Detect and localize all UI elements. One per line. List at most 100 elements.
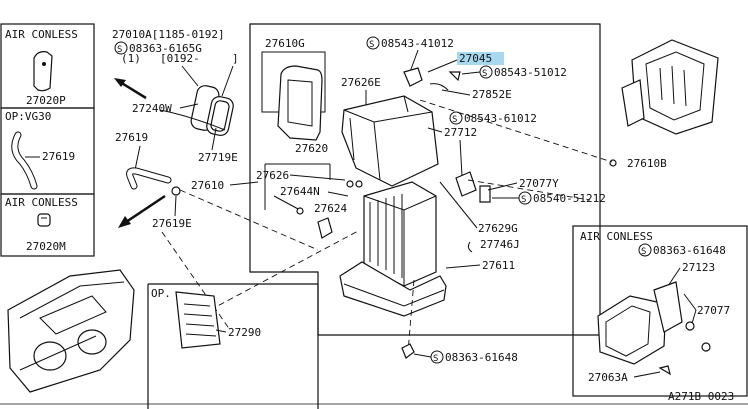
svg-text:27077Y: 27077Y — [519, 177, 559, 190]
svg-text:27746J: 27746J — [480, 238, 520, 251]
hose-shape — [11, 131, 38, 190]
callout-screw-08540-51212[interactable]: S 08540-51212 — [492, 191, 606, 205]
svg-text:08543-51012: 08543-51012 — [494, 66, 567, 79]
duct-adapter-shape — [597, 281, 711, 365]
callout-screw-08363-61648[interactable]: S 08363-61648 — [413, 350, 518, 364]
part-27020M[interactable]: 27020M — [26, 240, 66, 253]
screws-and-clips — [273, 180, 363, 239]
evaporator-core-shape — [363, 181, 437, 287]
svg-text:S: S — [433, 354, 438, 364]
callout-screw-08543-61012[interactable]: S 08543-61012 — [449, 111, 537, 125]
svg-text:27719E: 27719E — [198, 151, 238, 164]
heater-hose-shape — [126, 167, 181, 196]
part-27619-vg30[interactable]: 27619 — [42, 150, 75, 163]
svg-text:27610G: 27610G — [265, 37, 305, 50]
callout-27746J[interactable]: 27746J — [467, 238, 520, 253]
part-27063A[interactable]: 27063A — [588, 365, 671, 384]
panel-header: OP:VG30 — [5, 110, 51, 123]
svg-text:A271B 0023: A271B 0023 — [668, 390, 734, 403]
callout-27719E[interactable]: 27719E — [198, 127, 238, 164]
svg-text:27077: 27077 — [697, 304, 730, 317]
svg-text:08363-6165G: 08363-6165G — [129, 42, 202, 55]
svg-text:27644N: 27644N — [280, 185, 320, 198]
svg-text:08540-51212: 08540-51212 — [533, 192, 606, 205]
arrow-down-left — [118, 194, 166, 228]
svg-text:27020M: 27020M — [26, 240, 66, 253]
svg-text:27020P: 27020P — [26, 94, 66, 107]
svg-text:08543-41012: 08543-41012 — [381, 37, 454, 50]
svg-text:27610B: 27610B — [627, 157, 667, 170]
svg-text:S: S — [521, 195, 526, 205]
svg-text:27626E: 27626E — [341, 76, 381, 89]
svg-text:27620: 27620 — [295, 142, 328, 155]
panel-header: AIR CONLESS — [5, 196, 78, 209]
callout-27610[interactable]: 27610 — [191, 179, 259, 192]
panel-header: AIR CONLESS — [5, 28, 78, 41]
panel-air-conless-2: AIR CONLESS 27020M — [0, 193, 95, 257]
svg-text:S: S — [482, 69, 487, 79]
svg-text:08363-61648: 08363-61648 — [653, 244, 726, 257]
callout-27077Y[interactable]: 27077Y — [487, 177, 559, 191]
svg-text:27240W: 27240W — [132, 102, 172, 115]
part-27020P[interactable]: 27020P — [26, 94, 66, 107]
callout-27629G[interactable]: 27629G — [439, 181, 518, 235]
arrow-up-left — [114, 78, 147, 100]
op-box-panel: OP. 27290 — [147, 283, 319, 409]
highlight-box — [457, 52, 504, 65]
blower-cover-shape — [33, 51, 53, 92]
op-box-header: OP. — [151, 287, 171, 300]
filter-panel-shape — [175, 291, 221, 349]
panel-air-conless-br: AIR CONLESS S 08363-61648 27123 27077 27… — [572, 225, 748, 397]
callout-27644N[interactable]: 27644N — [280, 185, 349, 198]
svg-text:S: S — [369, 40, 374, 50]
part-27290[interactable]: 27290 — [215, 326, 261, 339]
svg-text:27619E: 27619E — [152, 217, 192, 230]
panel-op-vg30: OP:VG30 27619 — [0, 107, 95, 195]
upper-housing-shape — [341, 95, 439, 187]
callout-27624[interactable]: 27624 — [314, 202, 347, 215]
engine-block-shape — [7, 269, 135, 393]
svg-text:27629G: 27629G — [478, 222, 518, 235]
dashed-leader-lines — [161, 99, 613, 353]
callout-27620[interactable]: 27620 — [295, 142, 328, 155]
part-27123[interactable]: 27123 — [667, 261, 715, 287]
svg-text:08543-61012: 08543-61012 — [464, 112, 537, 125]
callout-screw-08543-51012[interactable]: S 08543-51012 — [479, 65, 567, 79]
date-range-label: [0192- — [160, 52, 200, 65]
svg-text:27619: 27619 — [42, 150, 75, 163]
svg-text:27610: 27610 — [191, 179, 224, 192]
callout-27626[interactable]: 27626 — [256, 169, 346, 182]
svg-text:08363-61648: 08363-61648 — [445, 351, 518, 364]
callout-27610B[interactable]: 27610B — [609, 157, 667, 170]
callout-27619[interactable]: 27619 — [115, 131, 148, 144]
svg-text:27852E: 27852E — [472, 88, 512, 101]
bolt-bottom-shape — [401, 343, 415, 359]
bracket-label: ] — [232, 52, 239, 65]
svg-text:27123: 27123 — [682, 261, 715, 274]
svg-text:27712: 27712 — [444, 126, 477, 139]
svg-text:27290: 27290 — [228, 326, 261, 339]
blower-unit-shape — [621, 39, 719, 135]
callout-screw-08543-41012[interactable]: S 08543-41012 — [366, 36, 454, 50]
grommet-shape — [37, 213, 51, 227]
callout-27712[interactable]: 27712 — [427, 126, 477, 139]
callout-screw-08363-61648-br[interactable]: S 08363-61648 — [638, 243, 726, 257]
callout-27619E[interactable]: 27619E — [152, 195, 192, 230]
callout-27240W[interactable]: 27240W — [132, 102, 199, 115]
callout-27045-highlighted[interactable]: 27045 — [427, 52, 504, 73]
callout-27611[interactable]: 27611 — [445, 259, 515, 272]
svg-text:S: S — [641, 247, 646, 257]
quantity-label: (1) — [121, 52, 141, 65]
callout-27852E[interactable]: 27852E — [441, 88, 512, 101]
diagram-reference-code: A271B 0023 — [668, 390, 734, 403]
svg-text:27619: 27619 — [115, 131, 148, 144]
callout-screw-08363-6165G[interactable]: S 08363-6165G — [114, 41, 202, 55]
callout-27610G[interactable]: 27610G — [265, 37, 305, 50]
svg-text:27010A[1185-0192]: 27010A[1185-0192] — [112, 28, 225, 41]
svg-text:27063A: 27063A — [588, 371, 628, 384]
svg-text:27611: 27611 — [482, 259, 515, 272]
callout-27010A[interactable]: 27010A[1185-0192] — [112, 28, 225, 41]
svg-text:S: S — [117, 45, 122, 55]
